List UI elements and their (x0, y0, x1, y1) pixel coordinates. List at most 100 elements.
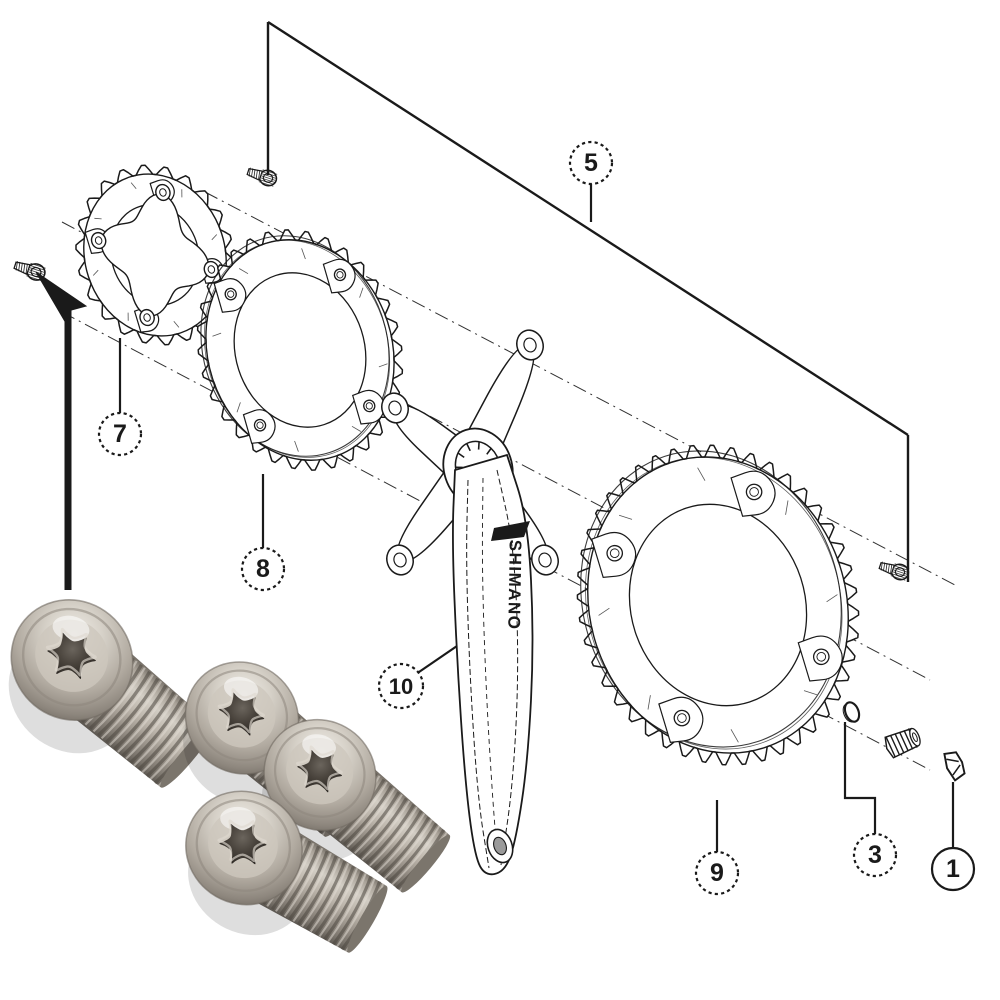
photo-bolt-thread (105, 677, 160, 744)
photo-bolt (185, 790, 388, 953)
bolt-knurl (261, 171, 277, 177)
bolt-thread (890, 564, 893, 574)
crank-spider-eyelet-bore (393, 552, 407, 568)
bolt-thread (258, 170, 261, 180)
callout-label-7: 7 (113, 420, 127, 448)
callout-label-1: 1 (946, 855, 960, 883)
crank-spider-eyelet-bore (538, 552, 552, 568)
callout-circle-5[interactable] (568, 140, 614, 186)
photo-bolt-thread-hl (309, 862, 350, 933)
callout-5[interactable]: 5 (568, 140, 614, 222)
chainring-ramp-mark (785, 500, 789, 515)
callout-circle-3[interactable] (852, 832, 898, 878)
chainring-ramp-mark (238, 268, 249, 275)
bolt-right (878, 561, 910, 581)
crank-arm-body (452, 453, 534, 876)
chainring-ramp-mark (173, 321, 180, 328)
inner-chainring-bolt-bore (207, 265, 216, 274)
part-middle-chainring (196, 229, 404, 471)
part-crank-arm: SHIMANO (381, 329, 559, 876)
crank-boss-spline (457, 452, 465, 459)
chainring-root-circle (83, 173, 227, 337)
inner-chainring-clover-web (100, 193, 210, 317)
photo-bolt-head-rim (185, 790, 303, 906)
chainring-ramp-mark (359, 287, 364, 298)
callout-1[interactable]: 1 (930, 782, 976, 892)
lockring-thread (885, 737, 896, 757)
chainring-ramp-mark (130, 182, 137, 189)
shimano-wordmark: SHIMANO (504, 540, 525, 631)
crank-spider-eyelet-bore (388, 400, 402, 416)
photo-bolt-torx-socket (219, 823, 267, 865)
callout-10[interactable]: 10 (377, 645, 458, 710)
bolt-thread (253, 169, 256, 179)
callout-3[interactable]: 3 (843, 722, 898, 878)
callout-circle-1[interactable] (930, 846, 976, 892)
crank-pedal-eye-bore (493, 836, 507, 856)
bolt-knurl (891, 573, 907, 579)
bolt-knurl (258, 181, 274, 187)
callout-9[interactable]: 9 (694, 800, 740, 896)
photo-bolt-thread-hl (292, 852, 332, 922)
callout-8[interactable]: 8 (240, 474, 286, 592)
photo-bolt-thread-hl (383, 819, 433, 880)
chainring-ramp-mark (94, 217, 102, 220)
bolt-knurl (28, 267, 45, 273)
chainring-bolt-hole-inner (256, 421, 264, 429)
callout-circle-8[interactable] (240, 546, 286, 592)
photo-bolt-thread (97, 670, 152, 737)
bolt-thread (15, 261, 18, 271)
photo-bolt-head-rim (10, 598, 134, 722)
bolt-knurl (30, 262, 46, 269)
part-outer-chainring (576, 444, 860, 766)
photo-bolt-thread (380, 816, 431, 877)
chainring-plate-edge (200, 235, 390, 457)
bolt-knurl (893, 567, 908, 573)
photo-bolt-thread-hl (327, 873, 367, 943)
callout-7[interactable]: 7 (97, 338, 143, 457)
chainring-bolt-hole-inner (365, 402, 373, 410)
inner-chainring-bolt-bore (94, 236, 103, 245)
photo-bolt-thread (297, 855, 338, 926)
bolt-knurl (260, 175, 276, 181)
crank-arm-relief-3 (481, 477, 499, 863)
cap-body (943, 751, 966, 782)
photo-bolt-thread (387, 822, 438, 884)
bolt-knurl (261, 173, 276, 179)
spacer-clip (842, 701, 861, 723)
bolt-thread (885, 563, 888, 573)
chainring-ramp-mark (598, 607, 610, 616)
photo-bolt-thread-hl (354, 794, 403, 855)
bolt-knurl (893, 565, 909, 571)
chainring-plate-edge-2 (585, 457, 843, 750)
photo-bolt-thread-hl (92, 667, 146, 733)
photo-bolt-thread (372, 810, 423, 871)
photo-bolt-thread-hl (108, 680, 163, 746)
photo-bolt-thread-hl (100, 673, 154, 740)
lockring-thread (898, 731, 909, 752)
bolt-thread (18, 261, 21, 272)
callout-circle-10[interactable] (377, 662, 425, 710)
photo-bolt-thread (121, 691, 176, 758)
chainring-ramp-mark (618, 514, 633, 520)
photo-bolt-thread-hl (346, 787, 396, 848)
chainring-root-circle (587, 456, 849, 754)
callout-circle-9[interactable] (694, 850, 740, 896)
photo-bolt-thread-hl (391, 825, 441, 886)
chainring-ramp-mark (294, 440, 299, 452)
callout-circle-7[interactable] (97, 411, 143, 457)
layer-leaders (35, 20, 910, 590)
chainring-bolt-hole-inner (749, 487, 759, 497)
crank-arm-relief-2 (496, 469, 519, 866)
threaded-lockring (884, 727, 921, 759)
photo-bolt-thread-hl (117, 687, 171, 753)
chainring-ramp-mark (378, 363, 388, 368)
photo-bolt-torx-rim (217, 819, 267, 863)
bolt-thread (251, 168, 254, 178)
bolt-knurl (890, 575, 906, 581)
photo-bolt-thread-hl (336, 878, 376, 948)
chainring-plate-edge (580, 450, 842, 748)
chainring-bolt-hole-inner (677, 713, 687, 723)
photo-bolt-thread-hl (275, 842, 315, 912)
